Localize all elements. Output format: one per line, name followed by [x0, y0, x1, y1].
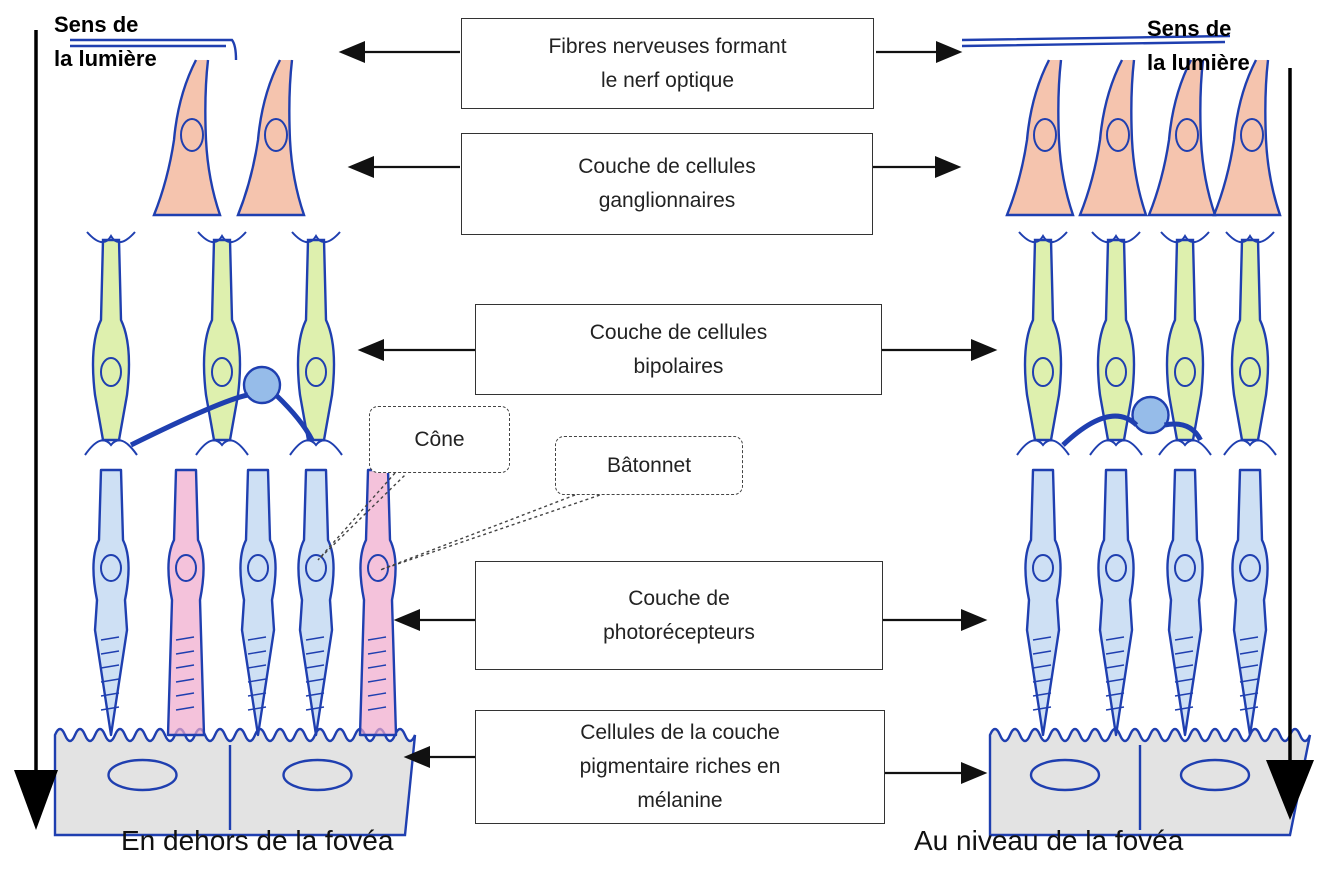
rod-cell: [360, 470, 396, 735]
bipolar-cell: [1167, 240, 1203, 440]
retina-at-fovea: [962, 36, 1310, 835]
cone-cell: [1025, 470, 1060, 735]
ganglion-cell: [1149, 60, 1215, 215]
light-direction-arrowhead-left: [14, 770, 58, 830]
cone-cell: [1232, 470, 1267, 735]
callout-cone: Cône: [369, 406, 510, 473]
ganglion-cell: [1007, 60, 1073, 215]
amacrine-cell: [244, 367, 280, 403]
cone-cell: [298, 470, 333, 735]
callout-rod: Bâtonnet: [555, 436, 743, 495]
layer-label-pigment-cells: Cellules de la couche pigmentaire riches…: [475, 710, 885, 824]
cone-cell: [93, 470, 128, 735]
cone-cell: [1098, 470, 1133, 735]
ganglion-cell: [1080, 60, 1146, 215]
cone-cell: [240, 470, 275, 735]
rod-cell: [168, 470, 204, 735]
ganglion-cell: [238, 60, 304, 215]
rod-pointer: [380, 495, 600, 570]
layer-label-nerve-fibres: Fibres nerveuses formant le nerf optique: [461, 18, 874, 109]
light-direction-label-right: Sens de la lumière: [1147, 12, 1250, 80]
layer-label-photoreceptors: Couche de photorécepteurs: [475, 561, 883, 670]
cone-cell: [1167, 470, 1202, 735]
bipolar-cell: [1232, 240, 1268, 440]
bipolar-cell: [1025, 240, 1061, 440]
layer-label-ganglion-cells: Couche de cellules ganglionnaires: [461, 133, 873, 235]
amacrine-cell: [1133, 397, 1169, 433]
caption-outside-fovea: En dehors de la fovéa: [121, 825, 393, 857]
light-direction-label-left: Sens de la lumière: [54, 8, 157, 76]
bipolar-cell: [93, 240, 129, 440]
pigment-layer: [990, 729, 1310, 835]
bipolar-cell: [1098, 240, 1134, 440]
ganglion-cell: [1214, 60, 1280, 215]
pigment-layer: [55, 729, 415, 835]
retina-outside-fovea: [55, 40, 415, 835]
bipolar-cell: [298, 240, 334, 440]
layer-label-bipolar-cells: Couche de cellules bipolaires: [475, 304, 882, 395]
ganglion-cell: [154, 60, 220, 215]
caption-at-fovea: Au niveau de la fovéa: [914, 825, 1183, 857]
